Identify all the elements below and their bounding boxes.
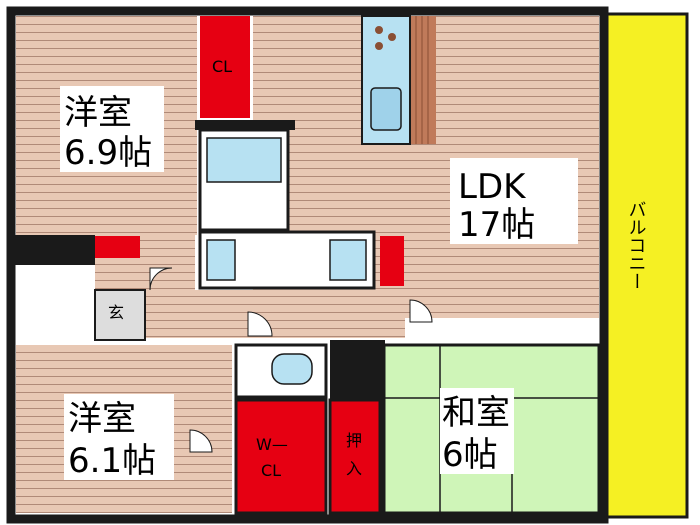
walkin-label-line1: W— [256, 435, 288, 454]
storage-small [380, 236, 404, 286]
oshiire [328, 398, 382, 515]
washbasin [206, 239, 236, 281]
oshiire-label-line2: 入 [346, 459, 362, 478]
svg-text:バルコニー: バルコニー [626, 200, 647, 290]
wall-block-2 [195, 120, 295, 130]
western1-room-size: 6.9帖 [64, 133, 152, 173]
shoe-closet [95, 236, 140, 258]
door-arc-2 [409, 299, 433, 323]
ldk-room-size: 17帖 [458, 205, 535, 245]
closet-cl [200, 16, 250, 118]
western2-room-name: 洋室 [68, 399, 136, 439]
balcony-label: バルコニー [626, 200, 647, 290]
walkin-label-line2: CL [261, 461, 281, 480]
toilet [271, 353, 313, 385]
entrance-label: 玄 [108, 303, 124, 322]
walkin-closet [234, 398, 328, 515]
hallway [145, 290, 405, 338]
japanese-label-box [440, 388, 514, 474]
western1-room-name: 洋室 [64, 93, 132, 133]
wall-block-1 [11, 235, 95, 265]
entrance [94, 289, 146, 341]
door-arc-1 [149, 267, 173, 291]
japanese-room-name: 和室 [442, 393, 510, 433]
kitchen-bar [410, 16, 436, 144]
western1-label-box [60, 86, 164, 172]
oshiire-label-line1: 押 [346, 431, 362, 450]
sink [370, 87, 402, 131]
door-arc-3 [189, 429, 213, 453]
balcony [602, 12, 689, 519]
ldk-label-box [450, 158, 578, 244]
stove [361, 15, 411, 145]
closet-label: CL [212, 57, 232, 76]
japanese-room-size: 6帖 [442, 435, 498, 475]
western2-label-box [64, 394, 174, 480]
door-arc-4 [247, 311, 273, 337]
bathtub [206, 137, 282, 183]
ldk-room-name: LDK [458, 167, 527, 207]
washer [329, 239, 367, 281]
western2-room-size: 6.1帖 [68, 441, 156, 481]
